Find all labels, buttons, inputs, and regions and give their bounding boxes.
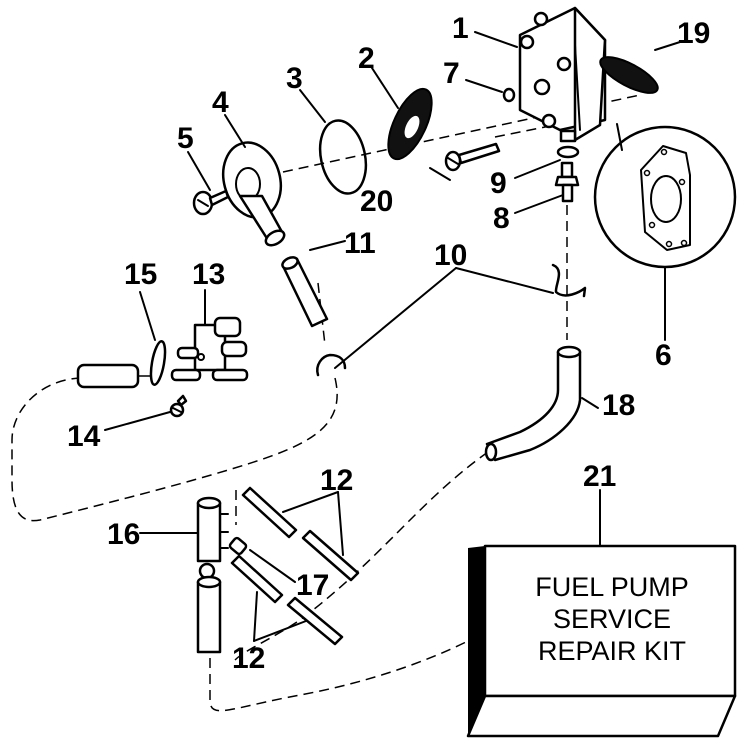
repair-kit-box: FUEL PUMP SERVICE REPAIR KIT bbox=[466, 544, 737, 738]
fuel-hose bbox=[484, 345, 582, 462]
kit-label-line2: SERVICE bbox=[553, 604, 671, 634]
valve-gasket bbox=[149, 340, 167, 386]
leader-lines bbox=[104, 31, 681, 642]
diaphragm bbox=[599, 56, 659, 94]
inline-filter bbox=[76, 363, 152, 389]
hose-clamp-lower bbox=[316, 353, 347, 377]
callout-9: 9 bbox=[490, 167, 507, 200]
callout-11: 11 bbox=[344, 227, 376, 260]
callout-1: 1 bbox=[452, 12, 469, 45]
hose-clamp-upper bbox=[551, 263, 587, 298]
kit-label-line1: FUEL PUMP bbox=[535, 572, 689, 602]
manifold bbox=[196, 496, 229, 580]
plug bbox=[228, 536, 248, 556]
callout-6: 6 bbox=[655, 339, 672, 372]
pump-cover bbox=[221, 141, 286, 247]
pump-screw bbox=[444, 142, 501, 172]
valve-screw bbox=[169, 394, 188, 418]
callout-17: 17 bbox=[296, 569, 329, 602]
callout-4: 4 bbox=[212, 86, 229, 119]
filter-screen bbox=[387, 87, 433, 161]
o-ring bbox=[318, 119, 368, 195]
hose-sections bbox=[230, 486, 360, 646]
callout-16: 16 bbox=[107, 518, 140, 551]
callout-labels: 1 2 3 4 5 6 7 8 9 10 11 12 12 13 15 14 1… bbox=[67, 12, 710, 675]
lower-hose bbox=[196, 575, 222, 654]
gasket-detail bbox=[593, 125, 737, 269]
callout-10: 10 bbox=[434, 239, 467, 272]
hose bbox=[281, 256, 329, 328]
callout-14: 14 bbox=[67, 420, 101, 453]
callout-14-placeholder: 15 bbox=[124, 258, 157, 291]
small-o-ring bbox=[502, 87, 516, 103]
callout-20: 20 bbox=[360, 185, 393, 218]
callout-7: 7 bbox=[443, 57, 460, 90]
fuel-pump-body bbox=[518, 6, 607, 143]
fitting-o-ring bbox=[556, 145, 580, 159]
callout-12-upper: 12 bbox=[320, 464, 353, 497]
callout-8: 8 bbox=[493, 202, 510, 235]
callout-19: 19 bbox=[677, 17, 710, 50]
kit-label-line3: REPAIR KIT bbox=[538, 636, 686, 666]
callout-18: 18 bbox=[602, 389, 635, 422]
primer-valve bbox=[170, 316, 249, 382]
callout-21: 21 bbox=[583, 460, 616, 493]
callout-13: 13 bbox=[192, 258, 225, 291]
cover-screw bbox=[192, 189, 230, 216]
callout-12-lower: 12 bbox=[232, 642, 265, 675]
fitting bbox=[554, 161, 580, 203]
callout-3: 3 bbox=[286, 62, 303, 95]
callout-2: 2 bbox=[358, 42, 375, 75]
callout-5: 5 bbox=[177, 122, 194, 155]
